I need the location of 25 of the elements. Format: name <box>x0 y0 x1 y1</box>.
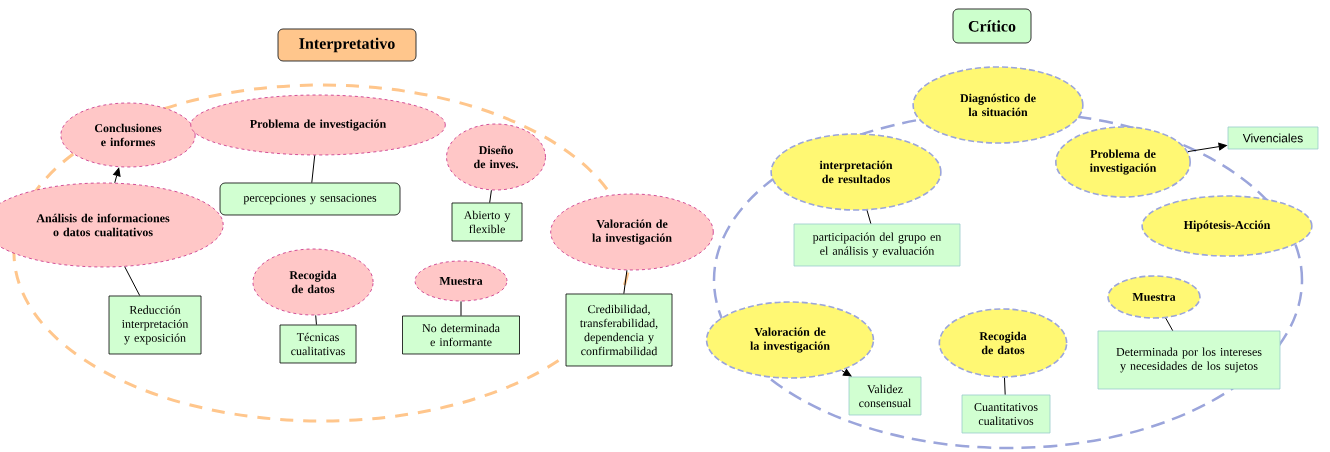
connector-line <box>311 154 316 184</box>
text-box: participación del grupo en el análisis y evaluación <box>793 223 961 267</box>
connector-line <box>1165 317 1174 332</box>
text-box: percepciones y sensaciones <box>219 182 401 216</box>
arrow <box>1187 142 1227 153</box>
arrow <box>113 167 121 184</box>
connector-line <box>866 209 872 225</box>
text-box: Reducción interpretación y exposición <box>108 295 202 355</box>
connector-line <box>1003 377 1006 396</box>
text-box: Determinada por los intereses y necesidades de los sujetos <box>1097 330 1281 390</box>
arrow <box>841 368 852 377</box>
text-box: Credibilidad, transferabilidad, dependencia y confirmabilidad <box>565 293 673 367</box>
connector-line <box>124 266 141 297</box>
text-box: Validez consensual <box>848 376 922 416</box>
title-box: Crítico <box>952 8 1032 44</box>
connector-line <box>315 314 317 326</box>
text-box: Vivenciales <box>1227 126 1319 150</box>
text-box: No determinada e informante <box>402 315 520 355</box>
connector-line <box>623 269 628 295</box>
connector-line <box>460 300 462 317</box>
text-box: Cuantitativos cualitativos <box>961 394 1051 434</box>
text-box: Técnicas cualitativas <box>279 324 357 364</box>
text-box: Abierto y flexible <box>451 202 523 242</box>
connector-line <box>489 189 492 204</box>
title-box: Interpretativo <box>277 28 417 62</box>
